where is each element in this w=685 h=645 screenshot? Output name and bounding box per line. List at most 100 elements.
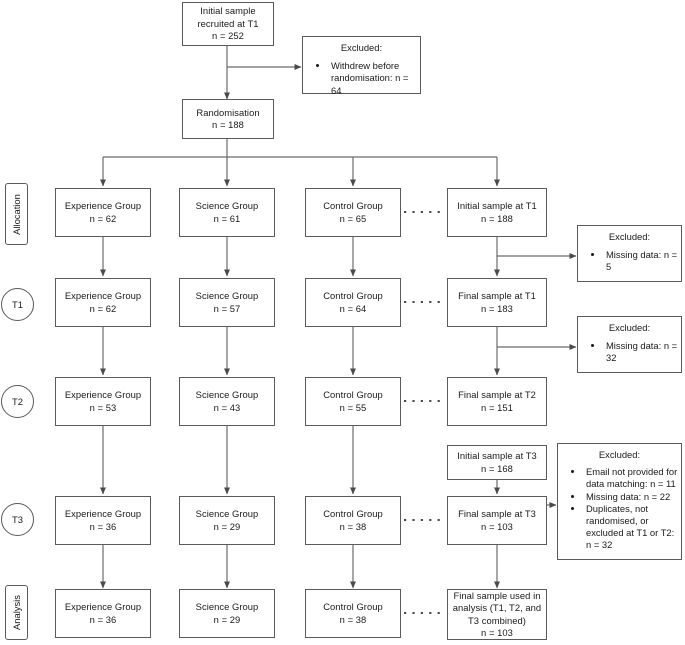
node-t2-experience-group: Experience Group n = 53 [55,377,151,426]
node-line: analysis (T1, T2, and [452,602,542,614]
excluded-list: Email not provided for data matching: n … [558,466,681,551]
node-line: n = 29 [213,613,241,625]
node-line: n = 57 [213,302,241,314]
excluded-heading: Excluded: [608,322,651,333]
node-line: Science Group [195,508,259,520]
node-line: n = 53 [89,401,117,413]
node-allocation-experience-group: Experience Group n = 62 [55,188,151,237]
excluded-box-t3: Excluded: Email not provided for data ma… [557,443,682,560]
node-line: Final sample used in [453,589,541,601]
node-line: Experience Group [64,389,142,401]
node-line: n = 55 [339,401,367,413]
node-analysis-experience-group: Experience Group n = 36 [55,589,151,638]
node-line: Control Group [323,290,383,302]
excluded-item: Email not provided for data matching: n … [584,466,681,490]
node-line: Control Group [323,389,383,401]
node-line: n = 65 [339,212,367,224]
node-t3-final-sample: Final sample at T3 n = 103 [447,496,547,545]
node-line: n = 64 [339,302,367,314]
excluded-box-t1: Excluded: Missing data: n = 5 [577,225,682,282]
node-line: n = 38 [339,613,367,625]
excluded-heading: Excluded: [340,42,383,53]
node-analysis-final-sample: Final sample used in analysis (T1, T2, a… [447,589,547,640]
node-allocation-control-group: Control Group n = 65 [305,188,401,237]
node-line: Science Group [195,290,259,302]
node-t2-control-group: Control Group n = 55 [305,377,401,426]
node-line: n = 188 [481,212,513,224]
node-line: Initial sample [200,5,256,17]
node-t1-science-group: Science Group n = 57 [179,278,275,327]
node-line: Initial sample at T1 [457,200,537,212]
node-line: n = 62 [89,302,117,314]
node-line: n = 61 [213,212,241,224]
stage-label-analysis: Analysis [5,585,28,640]
node-line: n = 252 [212,30,244,42]
node-line: Final sample at T1 [458,290,536,302]
node-t3-initial-sample: Initial sample at T3 n = 168 [447,445,547,480]
excluded-item: Duplicates, not randomised, or excluded … [584,503,681,552]
node-line: n = 188 [212,119,244,130]
node-line: Science Group [195,601,259,613]
node-line: T3 combined) [468,614,526,626]
node-line: Experience Group [64,508,142,520]
node-analysis-science-group: Science Group n = 29 [179,589,275,638]
node-line: Control Group [323,200,383,212]
excluded-item: Missing data: n = 5 [604,249,681,273]
node-line: Final sample at T2 [458,389,536,401]
stage-label-allocation: Allocation [5,183,28,245]
node-line: Experience Group [64,200,142,212]
node-line: n = 151 [481,401,513,413]
node-line: Initial sample at T3 [457,450,537,462]
node-line: Randomisation [196,106,260,118]
stage-label-t3: T3 [1,503,34,536]
node-line: n = 36 [89,613,117,625]
excluded-box-randomisation: Excluded: Withdrew before randomisation:… [302,36,421,97]
node-t1-experience-group: Experience Group n = 62 [55,278,151,327]
excluded-heading: Excluded: [608,231,651,242]
stage-label-allocation-text: Allocation [11,193,22,235]
node-t3-science-group: Science Group n = 29 [179,496,275,545]
node-t1-final-sample: Final sample at T1 n = 183 [447,278,547,327]
excluded-item: Missing data: n = 22 [584,491,681,503]
stage-label-t1-text: T1 [12,299,23,310]
stage-label-t3-text: T3 [12,514,23,525]
node-line: Control Group [323,508,383,520]
node-line: n = 36 [89,520,117,532]
stage-label-analysis-text: Analysis [11,595,23,630]
node-allocation-science-group: Science Group n = 61 [179,188,275,237]
node-line: Experience Group [64,290,142,302]
node-t1-control-group: Control Group n = 64 [305,278,401,327]
excluded-item: Withdrew before randomisation: n = 64 [329,60,420,97]
node-line: Science Group [195,200,259,212]
excluded-heading: Excluded: [598,449,641,460]
node-line: n = 103 [481,520,513,532]
node-line: recruited at T1 [197,17,259,29]
stage-label-t2: T2 [1,385,34,418]
node-line: n = 38 [339,520,367,532]
node-t2-science-group: Science Group n = 43 [179,377,275,426]
node-line: n = 103 [481,626,513,638]
node-t2-final-sample: Final sample at T2 n = 151 [447,377,547,426]
node-line: Science Group [195,389,259,401]
node-line: Final sample at T3 [458,508,536,520]
node-line: n = 29 [213,520,241,532]
node-analysis-control-group: Control Group n = 38 [305,589,401,638]
node-line: n = 62 [89,212,117,224]
excluded-box-t2: Excluded: Missing data: n = 32 [577,316,682,373]
node-line: n = 183 [481,302,513,314]
node-line: n = 168 [481,462,513,474]
node-allocation-initial-sample-t1: Initial sample at T1 n = 188 [447,188,547,237]
excluded-list: Missing data: n = 32 [578,340,681,364]
excluded-item: Missing data: n = 32 [604,340,681,364]
node-randomisation: Randomisation n = 188 [182,99,274,139]
node-t3-experience-group: Experience Group n = 36 [55,496,151,545]
node-line: n = 43 [213,401,241,413]
excluded-list: Missing data: n = 5 [578,249,681,273]
node-initial-sample-recruited: Initial sample recruited at T1 n = 252 [182,2,274,46]
stage-label-t1: T1 [1,288,34,321]
node-line: Control Group [323,601,383,613]
stage-label-t2-text: T2 [12,396,23,407]
node-t3-control-group: Control Group n = 38 [305,496,401,545]
excluded-list: Withdrew before randomisation: n = 64 [303,60,420,97]
